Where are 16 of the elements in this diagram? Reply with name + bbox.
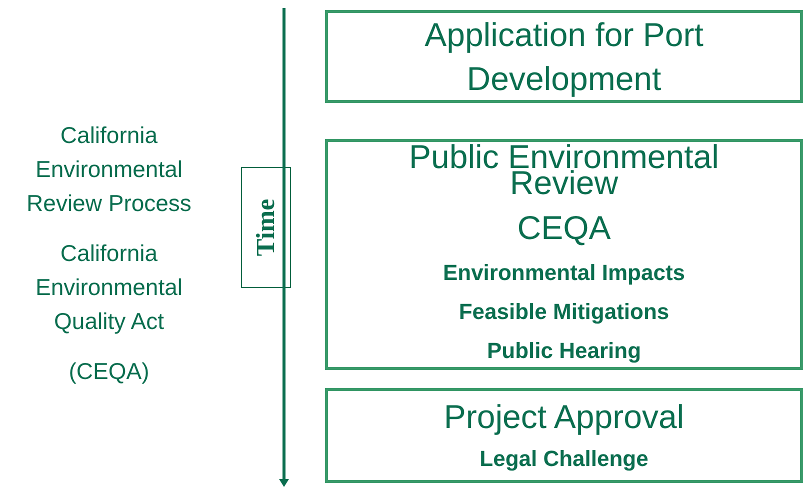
stage-item: CEQA <box>517 208 611 248</box>
stage-box <box>325 10 803 103</box>
side-label: (CEQA) <box>68 357 150 386</box>
time-box <box>241 167 291 288</box>
stage-title: Public Environmental Review <box>408 142 720 196</box>
stage-box <box>325 388 803 483</box>
side-label: California Environmental Quality Act <box>34 239 184 336</box>
side-label: California Environmental Review Process <box>26 121 192 218</box>
stage-item: Public Hearing <box>486 337 642 365</box>
stage-box <box>325 139 803 370</box>
time-label: Time <box>250 198 282 256</box>
stage-title: Project Approval <box>444 397 684 437</box>
stage-title: Application for Port Development <box>424 15 704 99</box>
stage-item: Feasible Mitigations <box>458 298 670 326</box>
stage-item: Environmental Impacts <box>442 259 686 287</box>
stage-item: Legal Challenge <box>480 445 648 473</box>
